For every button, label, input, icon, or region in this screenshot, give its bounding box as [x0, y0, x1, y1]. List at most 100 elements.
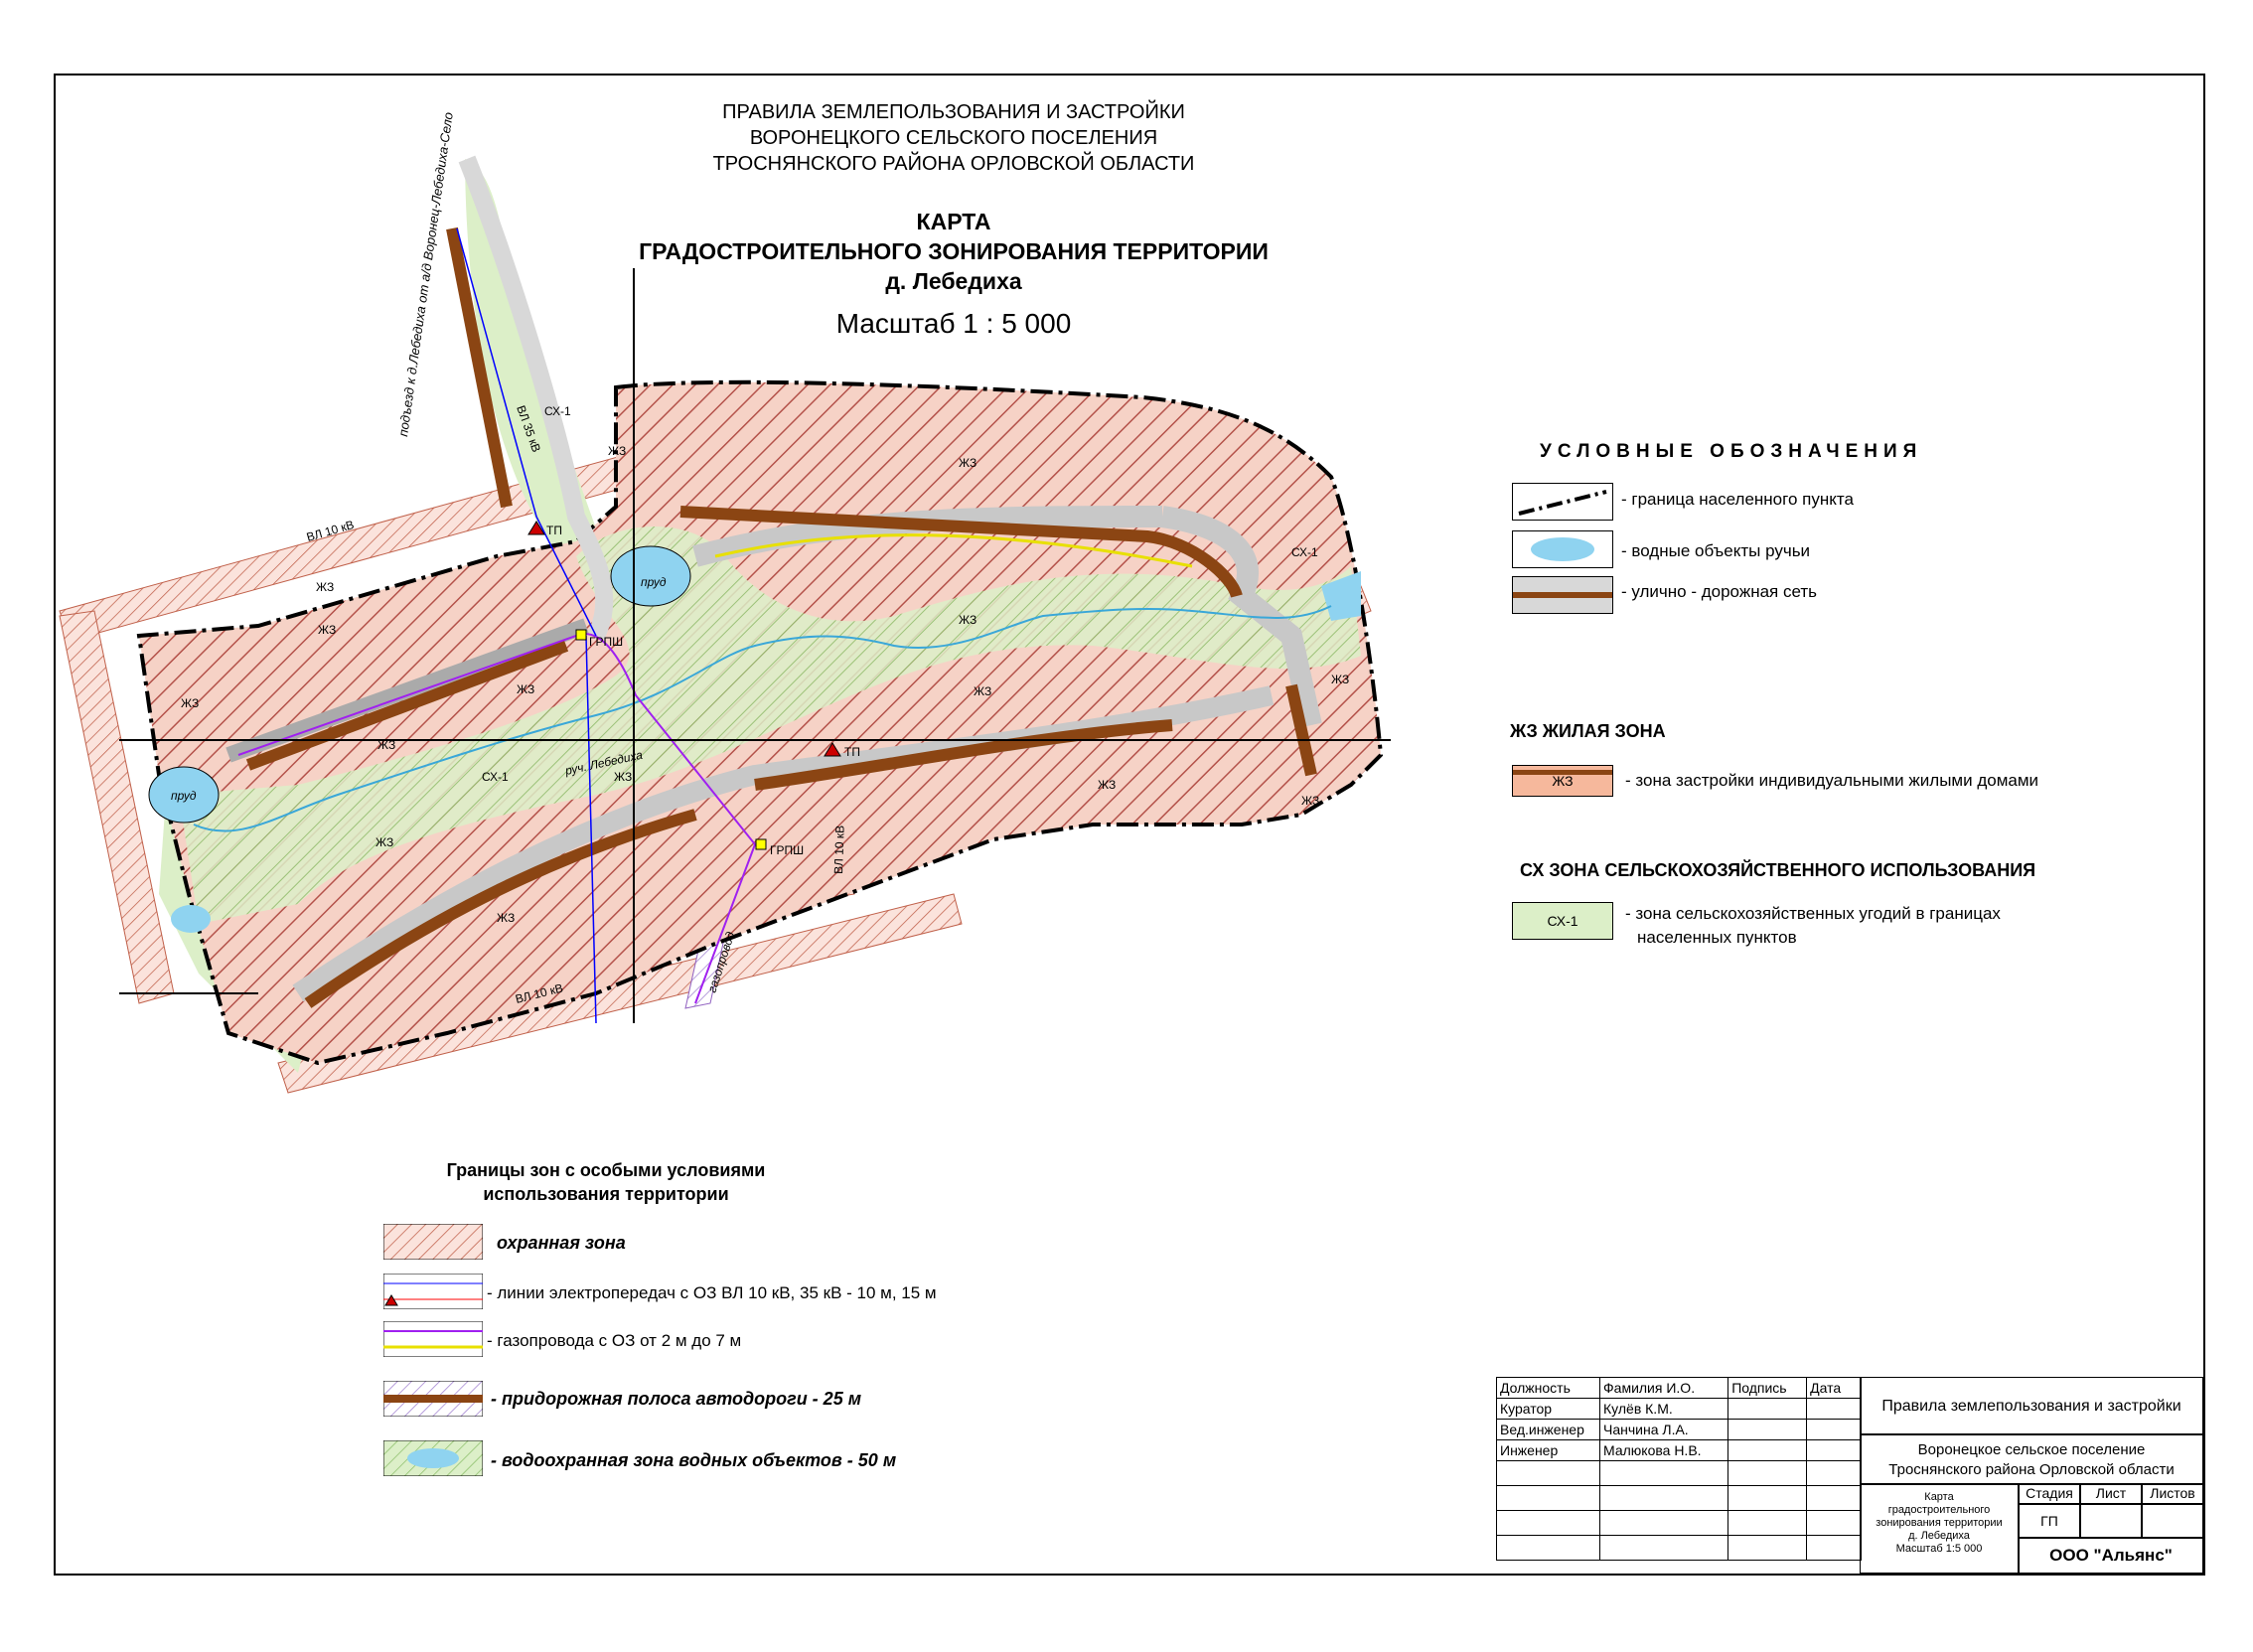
stamp-signatures: Должность Фамилия И.О. Подпись Дата Кура… — [1495, 1377, 1862, 1561]
stamp-sheet-line: д. Лебедиха — [1908, 1530, 1970, 1542]
special-item: охранная зона — [497, 1233, 626, 1253]
zone-label: СХ-1 — [482, 770, 509, 784]
pond-2 — [148, 766, 220, 824]
stamp-stage: ГП — [2019, 1504, 2080, 1538]
stamp-header: Фамилия И.О. — [1599, 1377, 1729, 1399]
road-swatch — [1512, 576, 1613, 614]
roadside-swatch — [383, 1381, 483, 1417]
tp1-label: ТП — [546, 524, 562, 537]
zh-swatch: ЖЗ — [1512, 765, 1613, 797]
sx-swatch: СХ-1 — [1512, 902, 1613, 940]
stamp-org: Воронецкое сельское поселение Троснянско… — [1860, 1434, 2203, 1484]
drawing-frame — [54, 74, 2205, 1576]
legend-item: - водные объекты ручьи — [1621, 541, 1811, 560]
stamp-header: Должность — [1495, 1377, 1601, 1399]
stamp-header: Дата — [1806, 1377, 1862, 1399]
special-item: - водоохранная зона водных объектов - 50… — [491, 1450, 897, 1470]
zone-label: ЖЗ — [316, 580, 334, 594]
stamp-org-1: Воронецкое сельское поселение — [1917, 1441, 2146, 1458]
water-protection-zone — [179, 526, 1361, 924]
zone-label: ЖЗ — [181, 696, 199, 710]
zone-label: ЖЗ — [608, 444, 626, 458]
zone-label: ЖЗ — [1301, 794, 1319, 808]
stamp-project: Правила землепользования и застройки — [1860, 1377, 2203, 1434]
stamp-sheet-line: Масштаб 1:5 000 — [1895, 1543, 1983, 1555]
stream — [193, 605, 1332, 832]
zone-label: ЖЗ — [377, 738, 395, 752]
special-item: - придорожная полоса автодороги - 25 м — [491, 1389, 862, 1409]
stamp-cell: Вед.инженер — [1495, 1419, 1601, 1440]
grpsh-marker-2 — [755, 838, 767, 850]
power-line-35kv — [456, 227, 597, 637]
stamp-cell: Чанчина Л.А. — [1599, 1419, 1729, 1440]
stamp-cell: Малюкова Н.В. — [1599, 1439, 1729, 1461]
zone-label: ЖЗ — [497, 911, 515, 925]
zone-label: СХ-1 — [1291, 545, 1318, 559]
stamp-cell: Куратор — [1495, 1398, 1601, 1420]
vl10-mid-label: ВЛ 10 кВ — [831, 826, 847, 874]
tp2-label: ТП — [844, 745, 860, 759]
zh-text: - зона застройки индивидуальными жилыми … — [1625, 771, 2039, 790]
stamp-col-stage: Стадия — [2019, 1484, 2080, 1504]
sx-heading: СХ ЗОНА СЕЛЬСКОХОЗЯЙСТВЕННОГО ИСПОЛЬЗОВА… — [1520, 860, 2036, 880]
special-item: - газопровода с ОЗ от 2 м до 7 м — [487, 1331, 742, 1350]
zone-label: СХ-1 — [544, 404, 571, 418]
pond2-label: пруд — [171, 789, 197, 803]
stamp-col-sheet: Лист — [2080, 1484, 2142, 1504]
grpsh2-label: ГРПШ — [770, 843, 804, 857]
stamp-org-2: Троснянского района Орловской области — [1888, 1461, 2175, 1478]
zone-label: ЖЗ — [318, 623, 336, 637]
zone-label: ЖЗ — [517, 682, 534, 696]
header-line-3: ТРОСНЯНСКОГО РАЙОНА ОРЛОВСКОЙ ОБЛАСТИ — [712, 153, 1195, 175]
sx-text-1: - зона сельскохозяйственных угодий в гра… — [1625, 904, 2001, 923]
water-swatch — [1512, 530, 1613, 568]
stamp-header: Подпись — [1727, 1377, 1808, 1399]
gas-swatch — [383, 1321, 483, 1357]
pond-3 — [171, 905, 211, 933]
pond1-label: пруд — [641, 575, 667, 589]
map-title-3: д. Лебедиха — [885, 268, 1022, 294]
zone-label: ЖЗ — [376, 835, 393, 849]
header-line-2: ВОРОНЕЦКОГО СЕЛЬСКОГО ПОСЕЛЕНИЯ — [749, 127, 1158, 149]
special-title-1: Границы зон с особыми условиями — [446, 1160, 766, 1180]
legend-item: - граница населенного пункта — [1621, 490, 1854, 509]
power-line-10kv — [585, 635, 597, 1024]
stamp-col-sheets: Листов — [2142, 1484, 2203, 1504]
stamp-cell: Кулёв К.М. — [1599, 1398, 1729, 1420]
tp-marker-1 — [527, 521, 545, 535]
boundary-swatch — [1512, 483, 1613, 521]
protection-zone-swatch — [383, 1224, 483, 1260]
stamp-company: ООО "Альянс" — [2019, 1538, 2203, 1574]
sx-text-2: населенных пунктов — [1637, 928, 1797, 947]
map-title-2: ГРАДОСТРОИТЕЛЬНОГО ЗОНИРОВАНИЯ ТЕРРИТОРИ… — [639, 238, 1269, 264]
zone-label: ЖЗ — [959, 613, 976, 627]
water-protect-swatch — [383, 1440, 483, 1476]
zh-heading: ЖЗ ЖИЛАЯ ЗОНА — [1510, 721, 1666, 741]
stamp-sheet-line: Карта — [1924, 1491, 1954, 1503]
powerline-swatch — [383, 1274, 483, 1309]
road-name-label: подъезд к д.Лебедиха от а/д Воронец-Лебе… — [395, 111, 456, 437]
header-line-1: ПРАВИЛА ЗЕМЛЕПОЛЬЗОВАНИЯ И ЗАСТРОЙКИ — [722, 101, 1185, 123]
stamp-sheet-cell — [2080, 1504, 2142, 1538]
map-title-1: КАРТА — [916, 209, 991, 234]
zone-label: ЖЗ — [1331, 673, 1349, 686]
stamp-sheets-cell — [2142, 1504, 2203, 1538]
zone-label: ЖЗ — [1098, 778, 1116, 792]
zone-label: ЖЗ — [959, 456, 976, 470]
zone-label: ЖЗ — [614, 770, 632, 784]
special-title-2: использования территории — [483, 1184, 729, 1204]
grpsh-marker-1 — [575, 629, 587, 641]
stamp-sheet-line: градостроительного — [1887, 1504, 1991, 1516]
stamp-sheet-line: зонирования территории — [1876, 1517, 2003, 1529]
special-item: - линии электропередач с ОЗ ВЛ 10 кВ, 35… — [487, 1283, 937, 1302]
gas-pipeline-2 — [714, 533, 1193, 568]
pond-4 — [1321, 571, 1361, 621]
map-scale: Масштаб 1 : 5 000 — [835, 308, 1072, 339]
roadside-strips — [245, 226, 1317, 1008]
stamp-cell: Инженер — [1495, 1439, 1601, 1461]
pond-1 — [610, 545, 691, 607]
tp-marker-2 — [824, 742, 841, 757]
grpsh1-label: ГРПШ — [589, 635, 623, 649]
zone-label: ЖЗ — [974, 684, 991, 698]
